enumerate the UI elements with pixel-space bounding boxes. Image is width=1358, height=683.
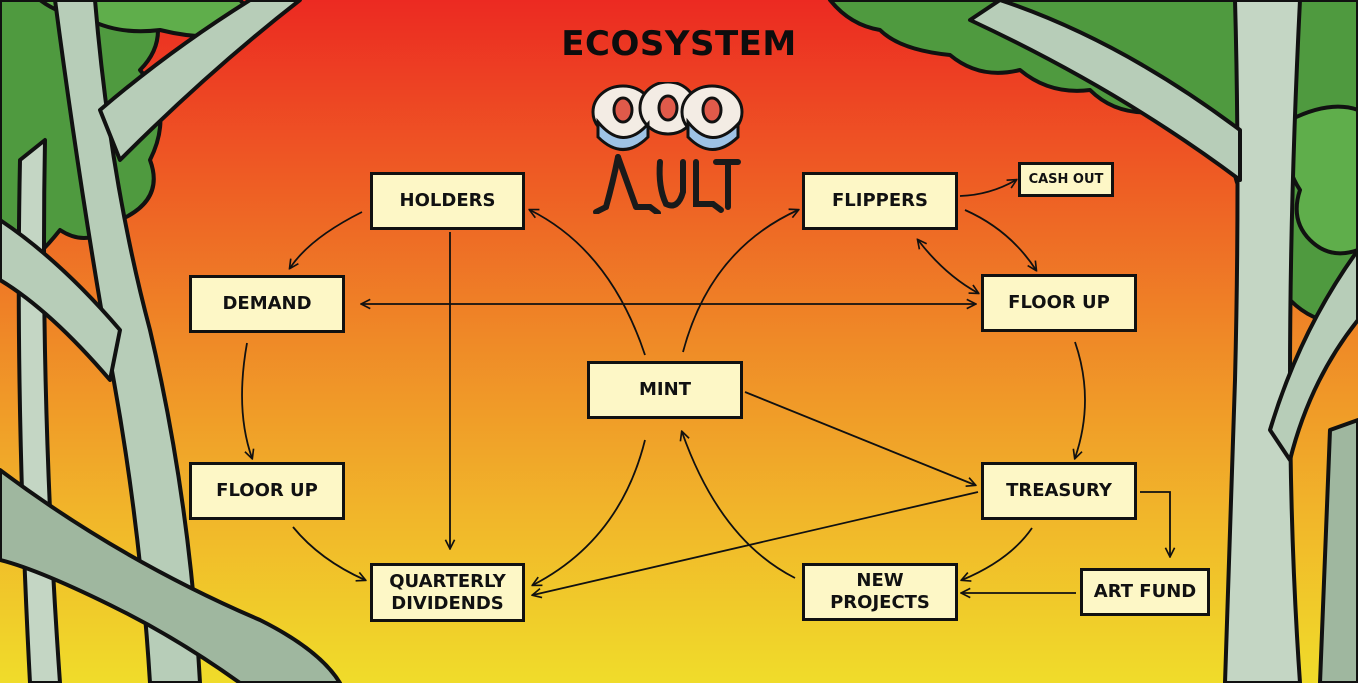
left-branch — [98, 0, 302, 162]
node-holders: HOLDERS — [370, 172, 525, 230]
node-treasury: TREASURY — [981, 462, 1137, 520]
arrow-mint-to-treasury — [744, 391, 975, 485]
node-art-fund: ART FUND — [1080, 568, 1210, 616]
arrow-floor-up-left-to-dividends — [292, 526, 365, 580]
arrow-mint-to-holders — [530, 210, 646, 356]
arrow-treasury-to-art-fund — [1140, 491, 1170, 556]
pop-cult-logo-icon — [591, 82, 744, 214]
left-side-branch — [0, 218, 122, 382]
right-lower-branch — [1268, 248, 1358, 462]
right-trunk — [1223, 0, 1302, 683]
node-new-projects: NEW PROJECTS — [802, 563, 958, 621]
right-branch — [968, 0, 1242, 182]
node-mint: MINT — [587, 361, 743, 419]
node-quarterly-dividends: QUARTERLY DIVIDENDS — [370, 563, 525, 622]
left-fallen-branch — [0, 468, 342, 683]
arrow-treasury-to-dividends — [533, 491, 979, 595]
arrow-floor-up-right-to-treasury — [1075, 341, 1086, 458]
diagram-title: ECOSYSTEM — [561, 24, 797, 64]
arrow-demand-to-floor-up-left — [241, 342, 252, 458]
arrow-treasury-to-new-projects — [962, 527, 1033, 580]
arrow-new-projects-to-mint — [682, 432, 796, 579]
arrow-mint-to-dividends — [533, 439, 646, 585]
node-cash-out: CASH OUT — [1018, 162, 1114, 197]
arrow-flippers-floor-up-right — [918, 240, 978, 293]
node-floor-up-left: FLOOR UP — [189, 462, 345, 520]
arrow-flippers-to-cash-out — [959, 180, 1016, 197]
node-demand: DEMAND — [189, 275, 345, 333]
left-trunk — [53, 0, 202, 683]
node-floor-up-right: FLOOR UP — [981, 274, 1137, 332]
arrow-holders-to-demand — [290, 211, 363, 268]
arrow-mint-to-flippers — [682, 210, 798, 353]
node-flippers: FLIPPERS — [802, 172, 958, 230]
arrow-flippers-down-to-floor-up — [964, 209, 1036, 270]
